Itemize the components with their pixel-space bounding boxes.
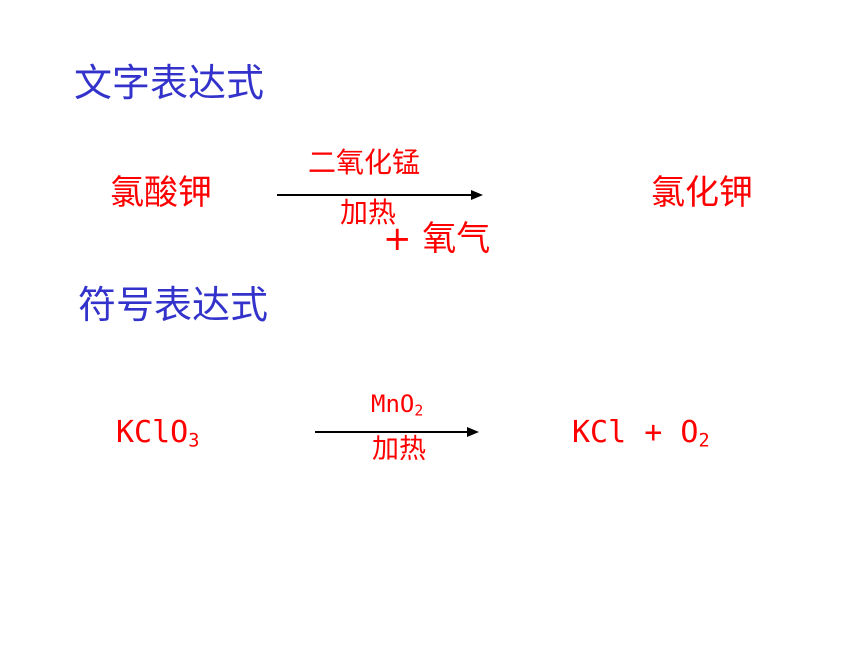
word-condition-heat: 加热 <box>340 196 397 229</box>
word-product-potassium-chloride: 氯化钾 <box>651 173 753 213</box>
symbol-reactant-subscript: 3 <box>188 430 200 452</box>
symbol-condition-catalyst-base: MnO <box>371 390 415 418</box>
symbol-reactant: KClO3 <box>116 415 199 451</box>
symbol-reactant-base: KClO <box>116 415 189 450</box>
symbol-products-base: KCl + O <box>572 415 699 450</box>
symbol-condition-catalyst: MnO2 <box>371 390 423 418</box>
word-reaction-arrow <box>277 190 483 200</box>
symbol-products: KCl + O2 <box>572 415 710 451</box>
word-equation-heading: 文字表达式 <box>74 61 265 105</box>
word-condition-catalyst: 二氧化锰 <box>308 146 421 179</box>
symbol-products-subscript: 2 <box>698 430 710 452</box>
symbol-condition-catalyst-subscript: 2 <box>414 401 424 420</box>
symbol-condition-heat: 加热 <box>372 434 426 465</box>
word-product-oxygen: + 氧气 <box>383 219 491 259</box>
symbol-equation-heading: 符号表达式 <box>78 283 269 327</box>
word-reactant: 氯酸钾 <box>110 173 212 213</box>
symbol-reaction-arrow <box>315 427 479 437</box>
